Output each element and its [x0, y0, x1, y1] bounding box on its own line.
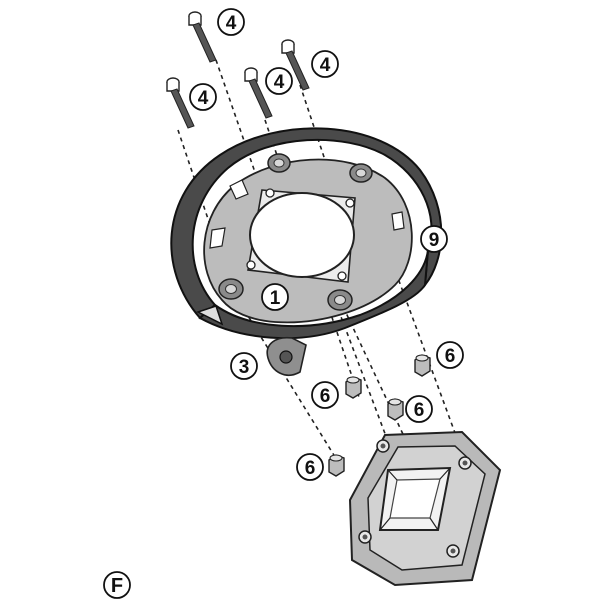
callout-nut-c: 6 — [405, 395, 433, 423]
callout-label: 3 — [239, 357, 250, 378]
callout-nut-b: 6 — [311, 381, 339, 409]
callout-screw-b: 4 — [189, 83, 217, 111]
callout-screw-d: 4 — [311, 50, 339, 78]
screw-d — [281, 39, 310, 91]
callout-label: 6 — [445, 346, 456, 367]
nut-a — [414, 354, 431, 377]
figure-letter-badge: F — [103, 571, 131, 599]
screw-b — [166, 77, 195, 129]
grommet-top-right — [349, 163, 373, 183]
figure-letter: F — [111, 575, 123, 597]
callout-screw-a: 4 — [217, 8, 245, 36]
callout-label: 9 — [429, 230, 440, 251]
callout-label: 4 — [226, 13, 237, 34]
center-opening — [249, 192, 355, 278]
callout-outer-ring: 9 — [420, 225, 448, 253]
nut-d — [328, 454, 345, 477]
callout-tab-bracket: 3 — [230, 352, 258, 380]
callout-screw-c: 4 — [265, 67, 293, 95]
callout-label: 6 — [414, 400, 425, 421]
callout-nut-a: 6 — [436, 341, 464, 369]
nut-b — [345, 376, 362, 399]
grommet-bottom-left — [218, 278, 244, 300]
callout-label: 4 — [198, 88, 209, 109]
screw-c — [244, 67, 273, 119]
grommet-bottom-right — [327, 289, 353, 311]
tab-bracket — [266, 336, 307, 376]
callout-ring-plate: 1 — [261, 283, 289, 311]
tank-base-plate — [348, 430, 502, 587]
screw-a — [188, 11, 217, 63]
callout-label: 6 — [305, 458, 316, 479]
ring-plate — [203, 153, 413, 324]
callout-label: 4 — [274, 72, 285, 93]
callout-nut-d: 6 — [296, 453, 324, 481]
callout-label: 4 — [320, 55, 331, 76]
callout-label: 1 — [270, 288, 281, 309]
callout-label: 6 — [320, 386, 331, 407]
nut-c — [387, 398, 404, 421]
grommet-top-left — [267, 153, 291, 173]
